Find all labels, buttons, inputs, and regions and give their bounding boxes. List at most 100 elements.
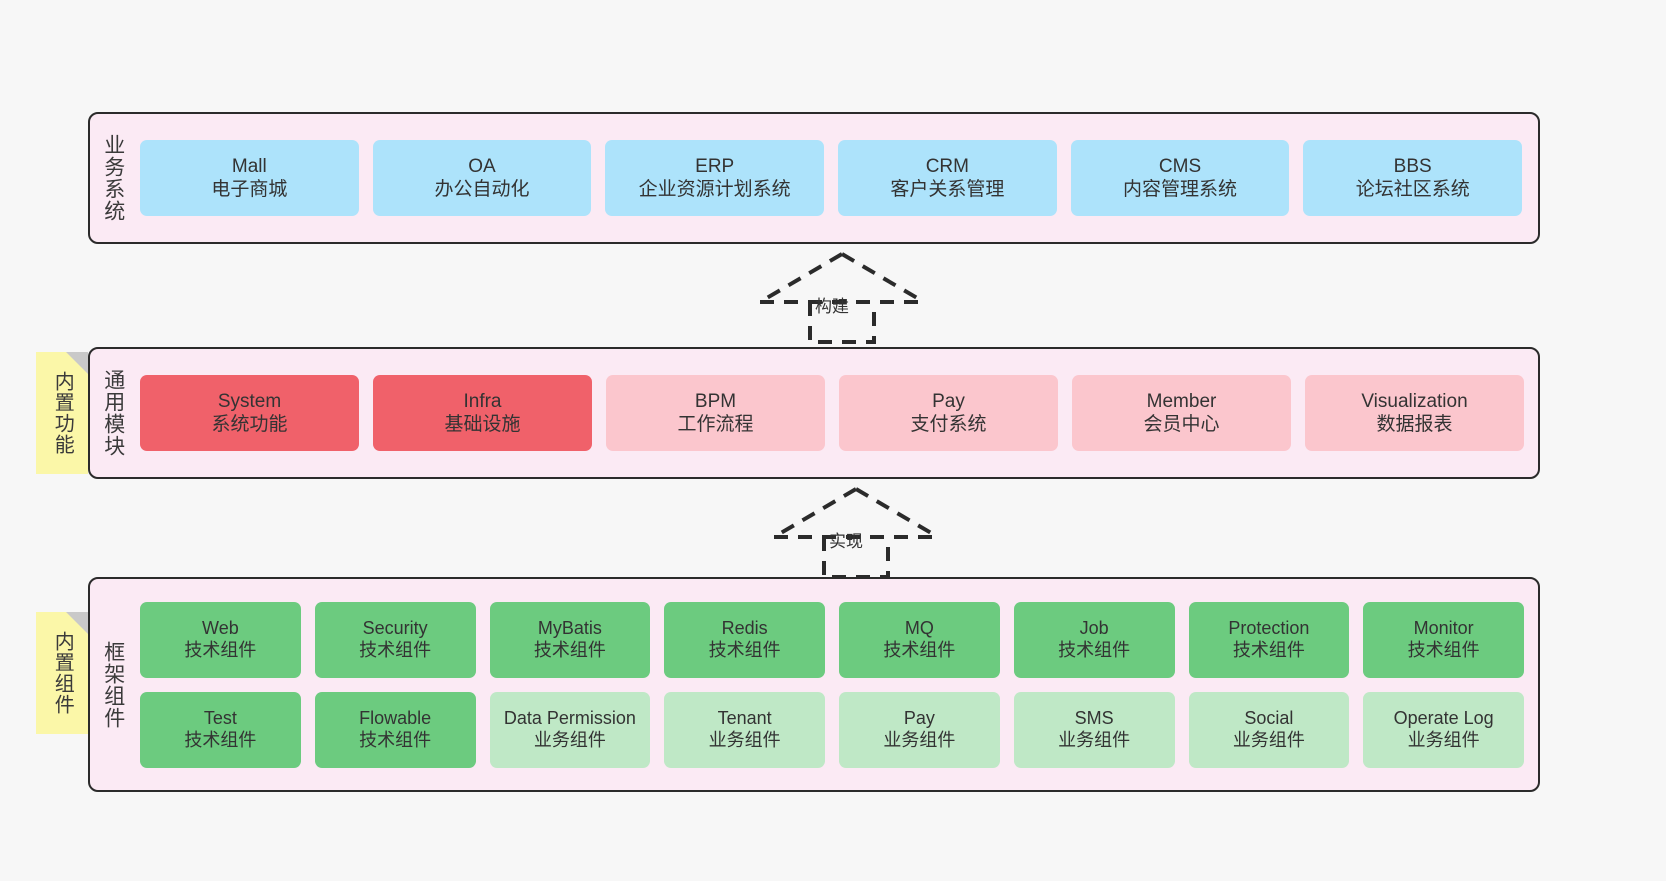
node-bpm[interactable]: BPM 工作流程	[606, 375, 825, 451]
node-web[interactable]: Web 技术组件	[140, 601, 301, 678]
framework-biz-row: Test 技术组件 Flowable 技术组件 Data Permission …	[140, 691, 1524, 768]
node-visualization[interactable]: Visualization 数据报表	[1305, 375, 1524, 451]
node-subtitle: 办公自动化	[434, 179, 530, 200]
arrow-right-edge	[854, 487, 940, 539]
node-monitor[interactable]: Monitor 技术组件	[1363, 601, 1524, 678]
layer-business-systems: 业务系统 Mall 电子商城 OA 办公自动化 ERP 企业资源计划系统 CRM…	[88, 112, 1540, 244]
node-title: Pay	[903, 707, 935, 728]
node-pay-module[interactable]: Pay 支付系统	[839, 375, 1058, 451]
node-mall[interactable]: Mall 电子商城	[140, 140, 359, 216]
framework-tech-row: Web 技术组件 Security 技术组件 MyBatis 技术组件 Redi…	[140, 601, 1524, 678]
node-subtitle: 技术组件	[184, 639, 257, 660]
node-subtitle: 技术组件	[1407, 639, 1480, 660]
note-label: 内置功能	[51, 371, 74, 455]
node-subtitle: 业务组件	[1058, 729, 1131, 750]
node-erp[interactable]: ERP 企业资源计划系统	[605, 140, 825, 216]
node-subtitle: 技术组件	[708, 639, 781, 660]
node-title: CMS	[1158, 155, 1202, 177]
layer-framework-components: 框架组件 Web 技术组件 Security 技术组件 MyBatis 技术组件…	[88, 577, 1540, 792]
node-protection[interactable]: Protection 技术组件	[1188, 601, 1350, 678]
node-title: Visualization	[1361, 390, 1468, 412]
layer-body-framework-components: Web 技术组件 Security 技术组件 MyBatis 技术组件 Redi…	[136, 579, 1538, 790]
node-subtitle: 系统功能	[211, 414, 288, 435]
node-title: Social	[1244, 707, 1294, 728]
node-title: Operate Log	[1393, 707, 1494, 728]
note-builtin-function: 内置功能	[36, 352, 88, 474]
node-test[interactable]: Test 技术组件	[140, 691, 301, 768]
node-subtitle: 内容管理系统	[1123, 179, 1238, 200]
node-subtitle: 业务组件	[533, 729, 606, 750]
arrow-left-edge	[772, 487, 858, 539]
node-social[interactable]: Social 业务组件	[1188, 691, 1350, 768]
note-label: 内置组件	[51, 631, 74, 715]
node-subtitle: 技术组件	[1232, 639, 1305, 660]
arrow-build: 构建	[752, 252, 932, 344]
node-title: Infra	[463, 390, 502, 412]
node-subtitle: 工作流程	[677, 414, 754, 435]
node-tenant[interactable]: Tenant 业务组件	[664, 691, 825, 768]
arrow-build-label: 构建	[815, 297, 849, 316]
node-subtitle: 支付系统	[910, 414, 987, 435]
node-member[interactable]: Member 会员中心	[1072, 375, 1291, 451]
node-title: CRM	[925, 155, 969, 177]
layer-label-common-modules: 通用模块	[101, 369, 125, 457]
node-subtitle: 技术组件	[359, 639, 432, 660]
node-title: MQ	[904, 617, 934, 638]
note-builtin-component: 内置组件	[36, 612, 88, 734]
node-mybatis[interactable]: MyBatis 技术组件	[489, 601, 651, 678]
node-infra[interactable]: Infra 基础设施	[373, 375, 592, 451]
node-system[interactable]: System 系统功能	[140, 375, 359, 451]
node-cms[interactable]: CMS 内容管理系统	[1070, 140, 1290, 216]
node-subtitle: 业务组件	[1407, 729, 1480, 750]
node-subtitle: 技术组件	[184, 729, 257, 750]
node-title: SMS	[1074, 707, 1114, 728]
node-sms[interactable]: SMS 业务组件	[1013, 691, 1175, 768]
node-data-permission[interactable]: Data Permission 业务组件	[489, 691, 651, 768]
node-title: Monitor	[1413, 617, 1474, 638]
node-subtitle: 数据报表	[1376, 414, 1453, 435]
node-title: Data Permission	[503, 707, 636, 728]
layer-body-business-systems: Mall 电子商城 OA 办公自动化 ERP 企业资源计划系统 CRM 客户关系…	[136, 114, 1538, 242]
node-title: BBS	[1393, 155, 1432, 177]
node-subtitle: 业务组件	[883, 729, 956, 750]
layer-body-common-modules: System 系统功能 Infra 基础设施 BPM 工作流程 Pay 支付系统…	[136, 349, 1538, 477]
arrow-stem	[808, 302, 876, 344]
node-subtitle: 业务组件	[708, 729, 781, 750]
node-mq[interactable]: MQ 技术组件	[839, 601, 1000, 678]
node-title: Protection	[1228, 617, 1310, 638]
arrow-left-edge	[758, 252, 844, 304]
node-title: Flowable	[359, 707, 432, 728]
node-title: Member	[1146, 390, 1217, 412]
node-subtitle: 业务组件	[1232, 729, 1305, 750]
arrow-implement: 实现	[766, 487, 946, 579]
layer-label-business-systems: 业务系统	[101, 134, 125, 222]
node-title: Web	[202, 617, 239, 638]
arrow-right-edge	[840, 252, 926, 304]
node-title: Redis	[721, 617, 768, 638]
node-job[interactable]: Job 技术组件	[1013, 601, 1175, 678]
node-flowable[interactable]: Flowable 技术组件	[314, 691, 476, 768]
node-title: Job	[1079, 617, 1109, 638]
layer-common-modules: 通用模块 System 系统功能 Infra 基础设施 BPM 工作流程 Pay…	[88, 347, 1540, 479]
node-subtitle: 技术组件	[1058, 639, 1131, 660]
node-subtitle: 基础设施	[444, 414, 521, 435]
node-subtitle: 企业资源计划系统	[638, 179, 791, 200]
node-subtitle: 技术组件	[533, 639, 606, 660]
node-crm[interactable]: CRM 客户关系管理	[838, 140, 1057, 216]
node-operate-log[interactable]: Operate Log 业务组件	[1363, 691, 1524, 768]
node-bbs[interactable]: BBS 论坛社区系统	[1303, 140, 1523, 216]
node-oa[interactable]: OA 办公自动化	[372, 140, 592, 216]
node-security[interactable]: Security 技术组件	[314, 601, 476, 678]
node-title: ERP	[695, 155, 735, 177]
node-pay-component[interactable]: Pay 业务组件	[839, 691, 1000, 768]
node-title: MyBatis	[537, 617, 602, 638]
node-title: System	[217, 390, 282, 412]
node-title: BPM	[694, 390, 737, 412]
node-redis[interactable]: Redis 技术组件	[664, 601, 825, 678]
business-node-row: Mall 电子商城 OA 办公自动化 ERP 企业资源计划系统 CRM 客户关系…	[140, 140, 1523, 216]
common-node-row: System 系统功能 Infra 基础设施 BPM 工作流程 Pay 支付系统…	[140, 375, 1524, 451]
node-subtitle: 论坛社区系统	[1355, 179, 1470, 200]
node-title: Security	[362, 617, 428, 638]
arrow-implement-label: 实现	[829, 532, 863, 551]
